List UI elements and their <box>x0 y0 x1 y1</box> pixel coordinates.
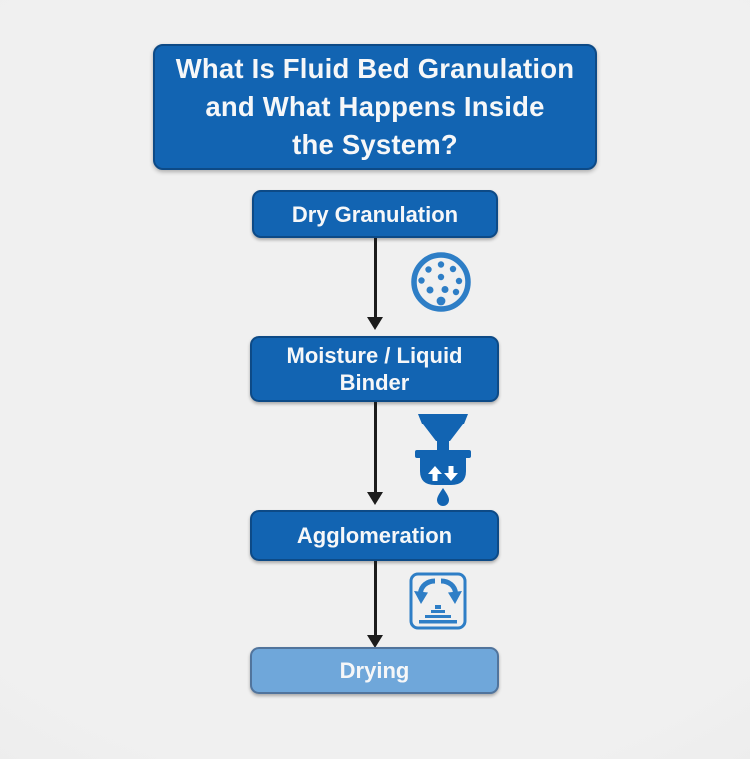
spray-nozzle-icon <box>415 414 471 506</box>
step-dry-granulation-label: Dry Granulation <box>291 201 459 227</box>
flow-arrow-1 <box>367 238 383 330</box>
step-moisture-liquid-binder-label: Moisture / Liquid Binder <box>286 343 463 395</box>
flow-arrow-3 <box>367 561 383 648</box>
arrow-line <box>373 238 377 317</box>
step-moisture-liquid-binder: Moisture / Liquid Binder <box>250 336 499 402</box>
arrow-head-icon <box>367 492 383 505</box>
arrow-line <box>373 561 377 635</box>
diagram-title: What Is Fluid Bed Granulation and What H… <box>153 44 597 170</box>
step-drying-label: Drying <box>339 658 410 683</box>
arrow-head-icon <box>367 317 383 330</box>
flow-arrow-2 <box>367 402 383 505</box>
particles-circle-icon <box>410 251 472 313</box>
drying-bed-icon <box>409 572 467 630</box>
arrow-head-icon <box>367 635 383 648</box>
title-line-2: and What Happens Inside <box>205 91 545 122</box>
step-agglomeration: Agglomeration <box>250 510 499 561</box>
step-dry-granulation: Dry Granulation <box>252 190 498 238</box>
title-line-3: the System? <box>292 129 458 160</box>
title-line-1: What Is Fluid Bed Granulation <box>175 53 575 84</box>
step-drying: Drying <box>250 647 499 694</box>
arrow-line <box>373 402 377 492</box>
step-agglomeration-label: Agglomeration <box>296 523 453 548</box>
